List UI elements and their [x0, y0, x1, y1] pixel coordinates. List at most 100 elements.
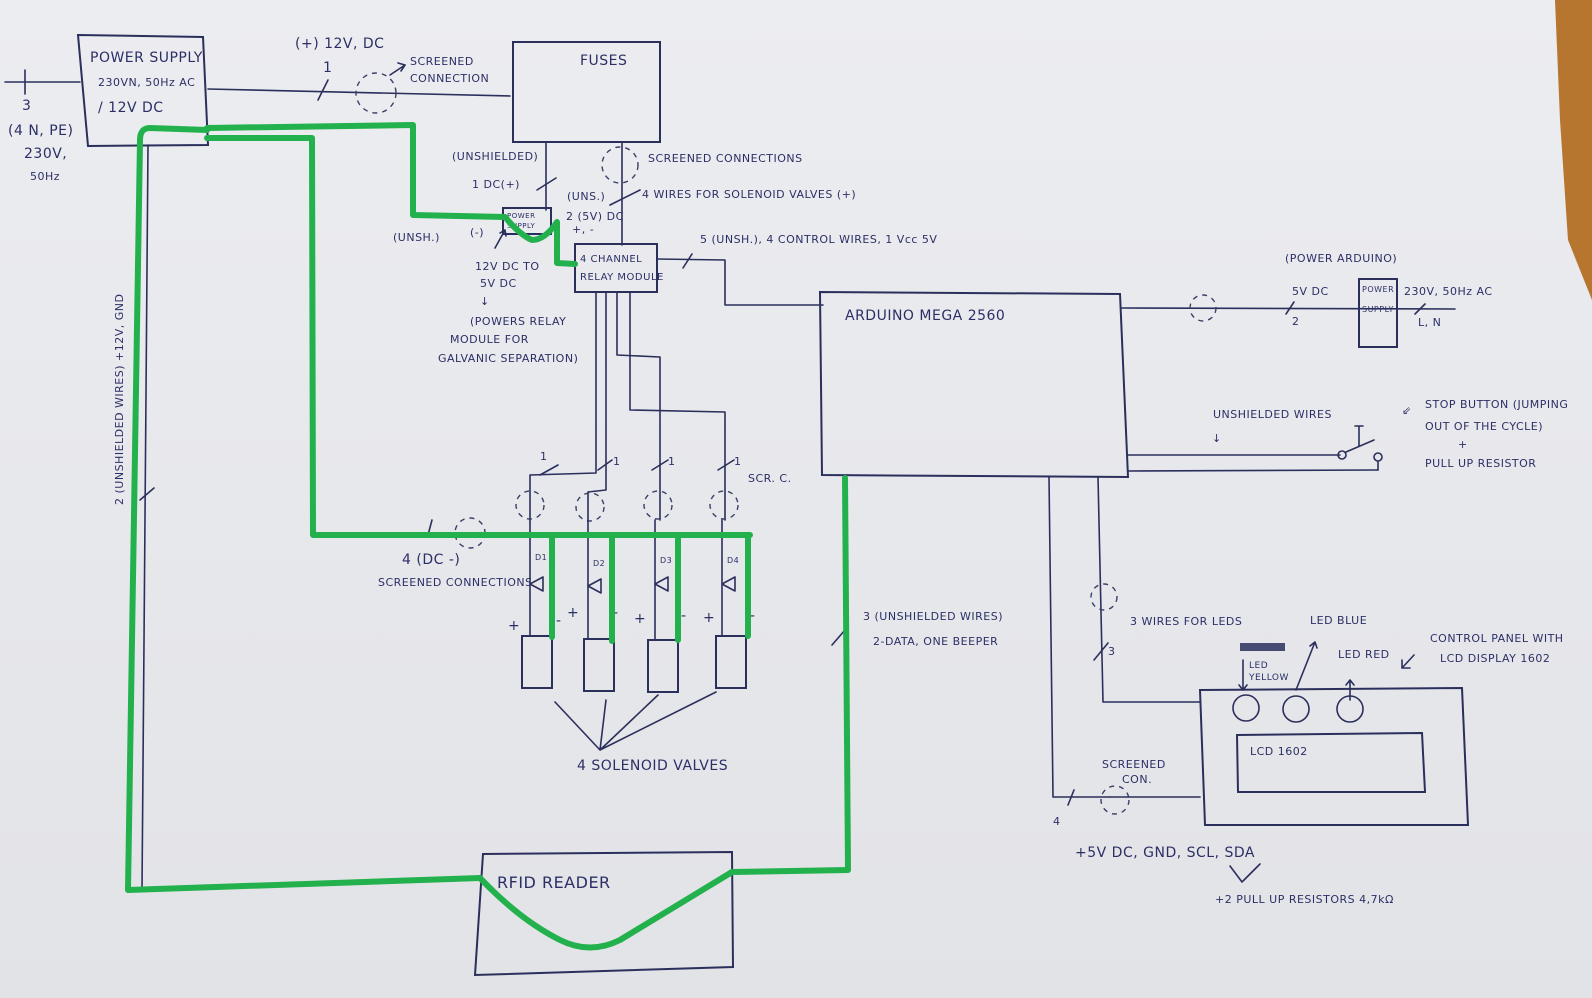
arrow-led-red	[1345, 679, 1355, 701]
led-yellow-label-1: LED	[1249, 661, 1268, 671]
valve-coil	[521, 635, 553, 689]
screened-connection-label-1: SCREENED	[410, 55, 474, 68]
wire-count-2: 1	[613, 455, 621, 468]
minus-left-label: (-)	[470, 226, 484, 239]
relay-module: 4 CHANNEL RELAY MODULE	[574, 243, 664, 293]
green-to-relay	[204, 122, 578, 267]
conv-note-2: MODULE FOR	[450, 333, 529, 346]
push-button-icon	[1354, 425, 1364, 447]
arduino-5vdc-label: 5V DC	[1292, 285, 1329, 298]
conv-arrow: ↓	[480, 295, 490, 308]
unshielded-label: (UNSHIELDED)	[452, 150, 538, 163]
relay-label-2: RELAY MODULE	[580, 272, 664, 283]
screened-marker-4	[709, 490, 739, 520]
wire-count-1: 1	[540, 450, 548, 463]
scr-c-label: SCR. C.	[748, 472, 792, 485]
green-dc-minus-bus	[204, 135, 753, 538]
conv-note-3: GALVANIC SEPARATION)	[438, 352, 578, 365]
relay-label-1: 4 CHANNEL	[580, 254, 642, 265]
solenoid-valves-label: 4 SOLENOID VALVES	[577, 758, 728, 774]
relay-output-wires: 1 1 1 1 SCR. C.	[515, 291, 792, 522]
relay-to-arduino-wire: 5 (UNSH.), 4 CONTROL WIRES, 1 Vcc 5V	[656, 233, 937, 306]
diode-icon	[529, 576, 544, 592]
arduino-ac-conductors: L, N	[1418, 316, 1441, 329]
arduino-psu-label-1: POWER	[1362, 285, 1394, 294]
mains-voltage-label: 230V,	[24, 146, 67, 162]
mains-count-label: 3	[22, 98, 31, 114]
screened-marker-lcd	[1100, 785, 1130, 815]
led-yellow-label-2: YELLOW	[1248, 673, 1289, 683]
green-psu-to-rfid	[125, 125, 483, 893]
arrow-to-stop: ⇙	[1402, 404, 1412, 417]
unshielded-arrow: ↓	[1212, 432, 1222, 445]
unshielded-wires-label: UNSHIELDED WIRES	[1213, 408, 1332, 421]
lcd-label: LCD 1602	[1250, 745, 1308, 758]
led-yellow	[1232, 694, 1260, 722]
rfid-reader: RFID READER 3 (UNSHIELDED WIRES) 2-DATA,…	[473, 610, 1003, 977]
pullups-label: +2 PULL UP RESISTORS 4,7kΩ	[1215, 893, 1394, 906]
wire-count-3: 1	[668, 455, 676, 468]
control-panel-label-2: LCD DISPLAY 1602	[1440, 652, 1550, 665]
green-rfid-curve	[477, 869, 735, 951]
arduino-to-panel-wires: 3 3 WIRES FOR LEDS SCREENED CON. 4 +5V D…	[1048, 476, 1394, 906]
led-blue-label: LED BLUE	[1310, 614, 1367, 627]
solenoid-valves: D1 + - D2 + - D3 + - D4 + -	[508, 519, 756, 774]
minus-label: -	[750, 608, 756, 624]
green-rfid-to-arduino	[729, 475, 851, 875]
led-wires-count: 3	[1108, 645, 1116, 658]
main-psu-label-2: 230VN, 50Hz AC	[98, 76, 195, 89]
screened-marker-3	[643, 490, 673, 520]
green-highlight-overlay	[125, 122, 851, 951]
psu-wires-label: 2 (UNSHIELDED WIRES) +12V, GND	[113, 294, 126, 505]
screened-marker-arduino	[1189, 294, 1217, 322]
control-panel: LCD 1602 LED YELLOW LED BLUE LED RED CON…	[1198, 614, 1564, 826]
arduino-5vdc-count: 2	[1292, 315, 1300, 328]
rfid-label: RFID READER	[497, 873, 611, 892]
solenoid-wires-label: 4 WIRES FOR SOLENOID VALVES (+)	[642, 188, 856, 201]
unsh-left-label: (UNSH.)	[393, 231, 440, 244]
screened-con-label-1: SCREENED	[1102, 758, 1166, 771]
rfid-wires-label-1: 3 (UNSHIELDED WIRES)	[863, 610, 1003, 623]
valve-coil	[583, 638, 615, 692]
valve-coil	[715, 635, 747, 689]
screened-marker-leds	[1090, 583, 1118, 611]
mains-input: 3 (4 N, PE) 230V, 50Hz	[4, 69, 81, 183]
scribbled-out-text	[1240, 643, 1285, 651]
main-psu-label-3: / 12V DC	[98, 100, 164, 116]
valves-pointer-lines	[554, 691, 717, 751]
switch-lever	[1345, 439, 1375, 453]
diode-icon	[587, 578, 602, 594]
valve-coil	[647, 639, 679, 693]
screened-con-label-2: CON.	[1122, 773, 1152, 786]
fuses-label: FUSES	[580, 53, 627, 69]
control-panel-label-1: CONTROL PANEL WITH	[1430, 632, 1564, 645]
plus-label: +	[508, 618, 520, 634]
screened-connection-marker	[355, 72, 397, 114]
screened-connections-label-2: SCREENED CONNECTIONS	[378, 576, 533, 589]
diode-label-2: D2	[593, 559, 605, 568]
screened-connections-label: SCREENED CONNECTIONS	[648, 152, 803, 165]
screened-marker-1	[515, 490, 545, 520]
arduino-mega: ARDUINO MEGA 2560	[818, 290, 1130, 479]
plus-minus-label: +, -	[572, 223, 594, 236]
mains-frequency-label: 50Hz	[30, 170, 60, 183]
conv-label-2: 5V DC	[480, 277, 517, 290]
diode-icon	[721, 576, 736, 592]
stop-button-label-2: OUT OF THE CYCLE)	[1425, 420, 1543, 433]
minus-label: -	[613, 605, 619, 621]
dc-minus-bus-labels: 4 (DC -) SCREENED CONNECTIONS	[378, 517, 533, 589]
conv-label-1: 12V DC TO	[475, 260, 540, 273]
valve-2: D2 + -	[567, 519, 619, 692]
arrow-led-blue	[1295, 641, 1318, 691]
dcdc-converter: POWER SUPPLY (UNSH.) (-) 12V DC TO 5V DC…	[393, 207, 578, 365]
dcdc-label-2: SUPPLY	[507, 222, 535, 230]
screened-connection-label-2: CONNECTION	[410, 72, 489, 85]
plus-label: +	[703, 610, 715, 626]
diode-label-3: D3	[660, 556, 672, 565]
arduino-label: ARDUINO MEGA 2560	[845, 308, 1005, 324]
diode-label-1: D1	[535, 553, 547, 562]
wire-count-4: 1	[734, 455, 742, 468]
arrow-control-panel	[1401, 654, 1415, 669]
arduino-ac-label: 230V, 50Hz AC	[1404, 285, 1493, 298]
